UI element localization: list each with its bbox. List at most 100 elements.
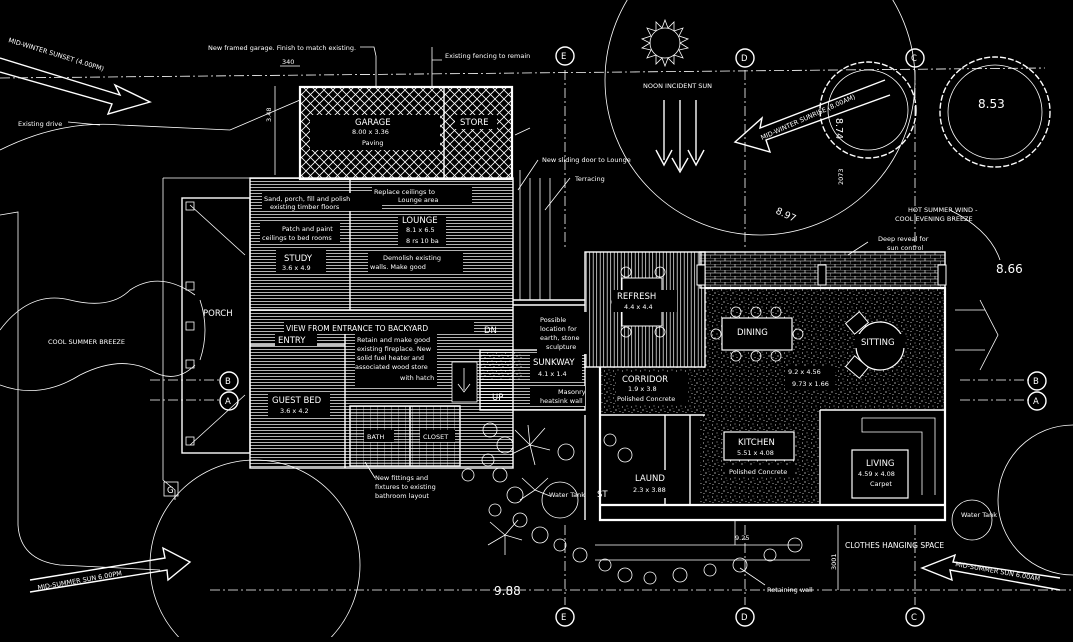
winter-sunset-arrow bbox=[0, 57, 152, 116]
replace-ceilings-bg bbox=[372, 186, 472, 204]
dim-340: 340 bbox=[282, 58, 294, 66]
label-cool-breeze: COOL SUMMER BREEZE bbox=[48, 338, 125, 346]
label-water-tank-left: Water Tank bbox=[549, 491, 585, 499]
note-deep-reveal-1: Deep reveal for bbox=[878, 235, 929, 243]
noon-sun-arrowheads bbox=[655, 149, 705, 174]
note-terracing: Terracing bbox=[574, 175, 605, 183]
grid-bubble-a-right bbox=[1027, 391, 1047, 411]
gate-label: G bbox=[167, 486, 174, 496]
tree-icon-1 bbox=[819, 61, 917, 159]
grid-bubble-d-top bbox=[735, 48, 755, 68]
bath-outline bbox=[349, 405, 461, 467]
note-patch-paint-2: ceilings to bed rooms bbox=[262, 234, 332, 242]
sand-porch-bg bbox=[262, 193, 382, 211]
noon-sun-rays bbox=[663, 100, 697, 170]
summer-sunrise-arrow bbox=[920, 553, 1061, 591]
porch-post-3 bbox=[185, 359, 195, 369]
room-laundry-name: LAUND bbox=[635, 474, 665, 484]
room-living-name: LIVING bbox=[866, 459, 895, 469]
sitting-label-bg bbox=[855, 334, 905, 348]
grid-label-a-right: A bbox=[1033, 397, 1039, 407]
room-sitting-name: SITTING bbox=[861, 338, 895, 348]
room-guest-bed-dims: 3.6 x 4.2 bbox=[280, 407, 309, 415]
sunkway-outline bbox=[479, 349, 586, 411]
closet-label-bg bbox=[420, 430, 455, 442]
kitchen-label-bg bbox=[727, 436, 792, 458]
note-sand-porch-1: Sand, porch, fill and polish bbox=[264, 195, 350, 203]
leader-reveal bbox=[847, 241, 869, 256]
note-fittings-2: fixtures to existing bbox=[375, 483, 436, 491]
porch-outline bbox=[181, 197, 251, 454]
dim-2073: 2073 bbox=[837, 168, 845, 185]
pilaster-1 bbox=[696, 264, 706, 286]
room-laundry-dims: 2.3 x 3.88 bbox=[633, 486, 666, 494]
water-tank-right-outline bbox=[951, 499, 993, 541]
room-kitchen-name: KITCHEN bbox=[738, 438, 775, 448]
grid-label-b-right: B bbox=[1033, 377, 1039, 387]
kitchen-finish-bg bbox=[725, 465, 795, 477]
porch-post-2 bbox=[185, 281, 195, 291]
label-up: UP bbox=[492, 393, 503, 403]
stair-down bbox=[451, 361, 478, 403]
label-noon-sun: NOON INCIDENT SUN bbox=[643, 82, 712, 90]
room-corridor-finish: Polished Concrete bbox=[617, 395, 675, 403]
patch-paint-bg bbox=[260, 223, 340, 243]
sun-icon bbox=[640, 18, 690, 68]
label-summer-sun-pm: MID-SUMMER SUN 6.00PM bbox=[37, 569, 123, 592]
grid-label-d-top: D bbox=[741, 54, 748, 64]
note-replace-ceilings-1: Replace ceilings to bbox=[374, 188, 435, 196]
room-corridor-dims: 1.9 x 3.8 bbox=[628, 385, 657, 393]
dim-988: 9.88 bbox=[494, 584, 521, 598]
grid-label-b-left: B bbox=[225, 377, 231, 387]
existing-drive-top-curve bbox=[0, 99, 301, 151]
note-retain-4: associated wood store bbox=[355, 363, 428, 371]
room-sunkway-name: SUNKWAY bbox=[533, 358, 575, 368]
room-study-name: STUDY bbox=[284, 254, 313, 264]
leader-fence bbox=[431, 47, 442, 87]
note-masonry-1: Masonry bbox=[558, 388, 586, 396]
label-winter-sunset: MID-WINTER SUNSET (4.00PM) bbox=[7, 36, 105, 73]
guest-bed-bg bbox=[268, 393, 330, 417]
grid-bubble-b-left bbox=[219, 371, 239, 391]
corridor-label-bg bbox=[616, 372, 688, 404]
label-view-entrance: VIEW FROM ENTRANCE TO BACKYARD bbox=[286, 324, 428, 333]
note-patch-paint-1: Patch and paint bbox=[282, 225, 333, 233]
note-sliding-door: New sliding door to Lounge bbox=[542, 156, 631, 164]
dim-897: 8.97 bbox=[774, 206, 798, 225]
masonry-note-bg bbox=[530, 386, 585, 406]
room-dining-name: DINING bbox=[737, 328, 768, 338]
note-sand-porch-2: existing timber floors bbox=[270, 203, 340, 211]
dim-925: 9.25 bbox=[735, 534, 749, 542]
room-entry-name: ENTRY bbox=[278, 336, 306, 346]
summer-sun-arc-left bbox=[149, 459, 361, 642]
view-label-bg bbox=[284, 322, 474, 334]
sculpture-note-bg bbox=[537, 312, 587, 354]
room-lounge-dims: 8.1 x 6.5 bbox=[406, 226, 435, 234]
note-fittings-1: New fittings and bbox=[375, 474, 428, 482]
terracing-steps bbox=[512, 170, 551, 300]
water-tank-left-outline bbox=[541, 481, 579, 519]
room-study-dims: 3.6 x 4.9 bbox=[282, 264, 311, 272]
grid-bubble-c-top bbox=[905, 48, 925, 68]
note-retaining-wall: Retaining wall bbox=[767, 586, 813, 594]
note-retain-5: with hatch bbox=[400, 374, 434, 382]
room-kitchen-dims: 5.51 x 4.08 bbox=[737, 449, 774, 457]
pilaster-3 bbox=[937, 264, 947, 286]
note-sculpture-3: earth, stone bbox=[540, 334, 580, 342]
note-hot-wind-1: HOT SUMMER WIND - bbox=[908, 206, 978, 214]
lounge-label-bg bbox=[398, 215, 446, 245]
gate-box bbox=[163, 481, 179, 497]
new-wing-outline bbox=[598, 286, 947, 522]
palm-plant-icon bbox=[487, 424, 551, 555]
noon-sun-arc bbox=[604, 0, 916, 236]
driveway-edge bbox=[162, 177, 250, 500]
hot-wind-curve bbox=[949, 209, 1001, 261]
retaining-wall-lines bbox=[595, 544, 810, 561]
room-garage-name: GARAGE bbox=[355, 118, 391, 128]
room-guest-bed-name: GUEST BED bbox=[272, 396, 322, 406]
breeze-wave-1 bbox=[0, 280, 196, 331]
laundry-label-bg bbox=[630, 470, 670, 498]
summer-sun-arc-right bbox=[997, 424, 1073, 576]
grid-bubble-d-bottom bbox=[735, 607, 755, 627]
breeze-exit-lines bbox=[955, 309, 985, 351]
